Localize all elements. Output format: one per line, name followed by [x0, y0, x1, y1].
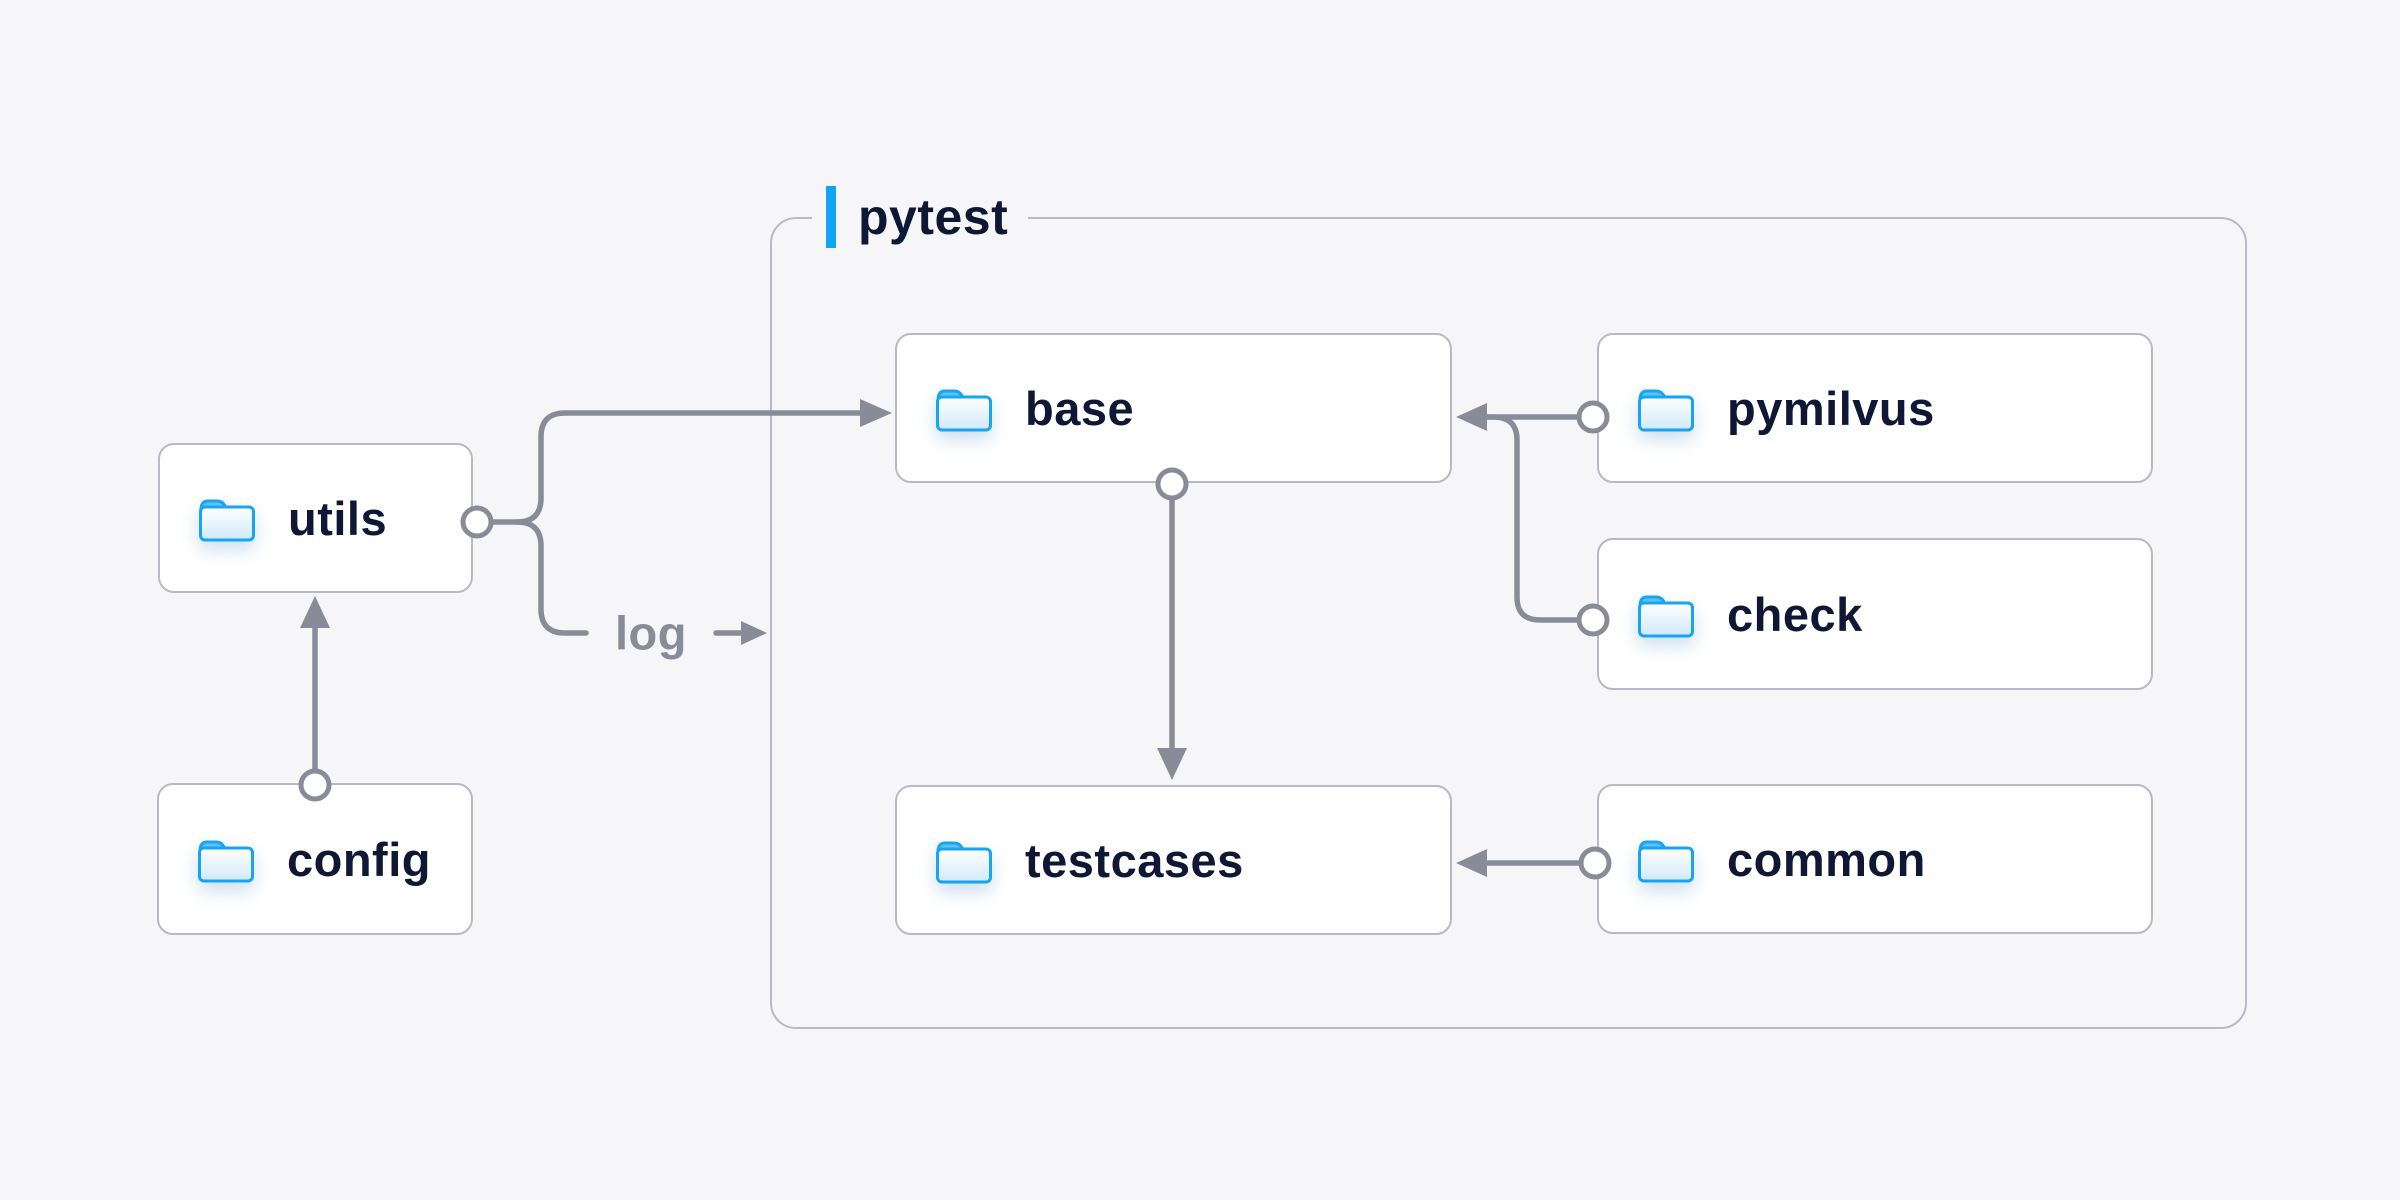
arrowhead-up-icon: [300, 596, 330, 628]
folder-icon: [1638, 840, 1694, 883]
node-base: base: [895, 333, 1452, 483]
folder-icon: [1638, 389, 1694, 432]
group-title: pytest: [858, 189, 1009, 245]
accent-bar: [826, 186, 836, 248]
edge-utils-log: [514, 519, 589, 636]
folder-icon: [936, 841, 992, 884]
node-label: utils: [288, 491, 388, 545]
node-label: testcases: [1025, 833, 1244, 887]
node-label: base: [1025, 381, 1135, 435]
folder-icon: [936, 389, 992, 432]
node-check: check: [1597, 538, 2153, 690]
pytest-container: [770, 217, 2247, 1029]
folder-icon: [1638, 595, 1694, 638]
node-label: common: [1727, 832, 1926, 886]
node-common: common: [1597, 784, 2153, 934]
folder-icon: [199, 499, 255, 542]
pytest-container-label: pytest: [812, 184, 1029, 250]
arrowhead-right-small-icon: [741, 621, 767, 645]
node-label: check: [1727, 587, 1863, 641]
folder-icon: [198, 840, 254, 883]
node-utils: utils: [158, 443, 473, 593]
node-config: config: [157, 783, 473, 935]
node-label: pymilvus: [1727, 381, 1935, 435]
node-label: config: [287, 832, 431, 886]
node-pymilvus: pymilvus: [1597, 333, 2153, 483]
edge-label-log: log: [615, 606, 687, 660]
node-testcases: testcases: [895, 785, 1452, 935]
